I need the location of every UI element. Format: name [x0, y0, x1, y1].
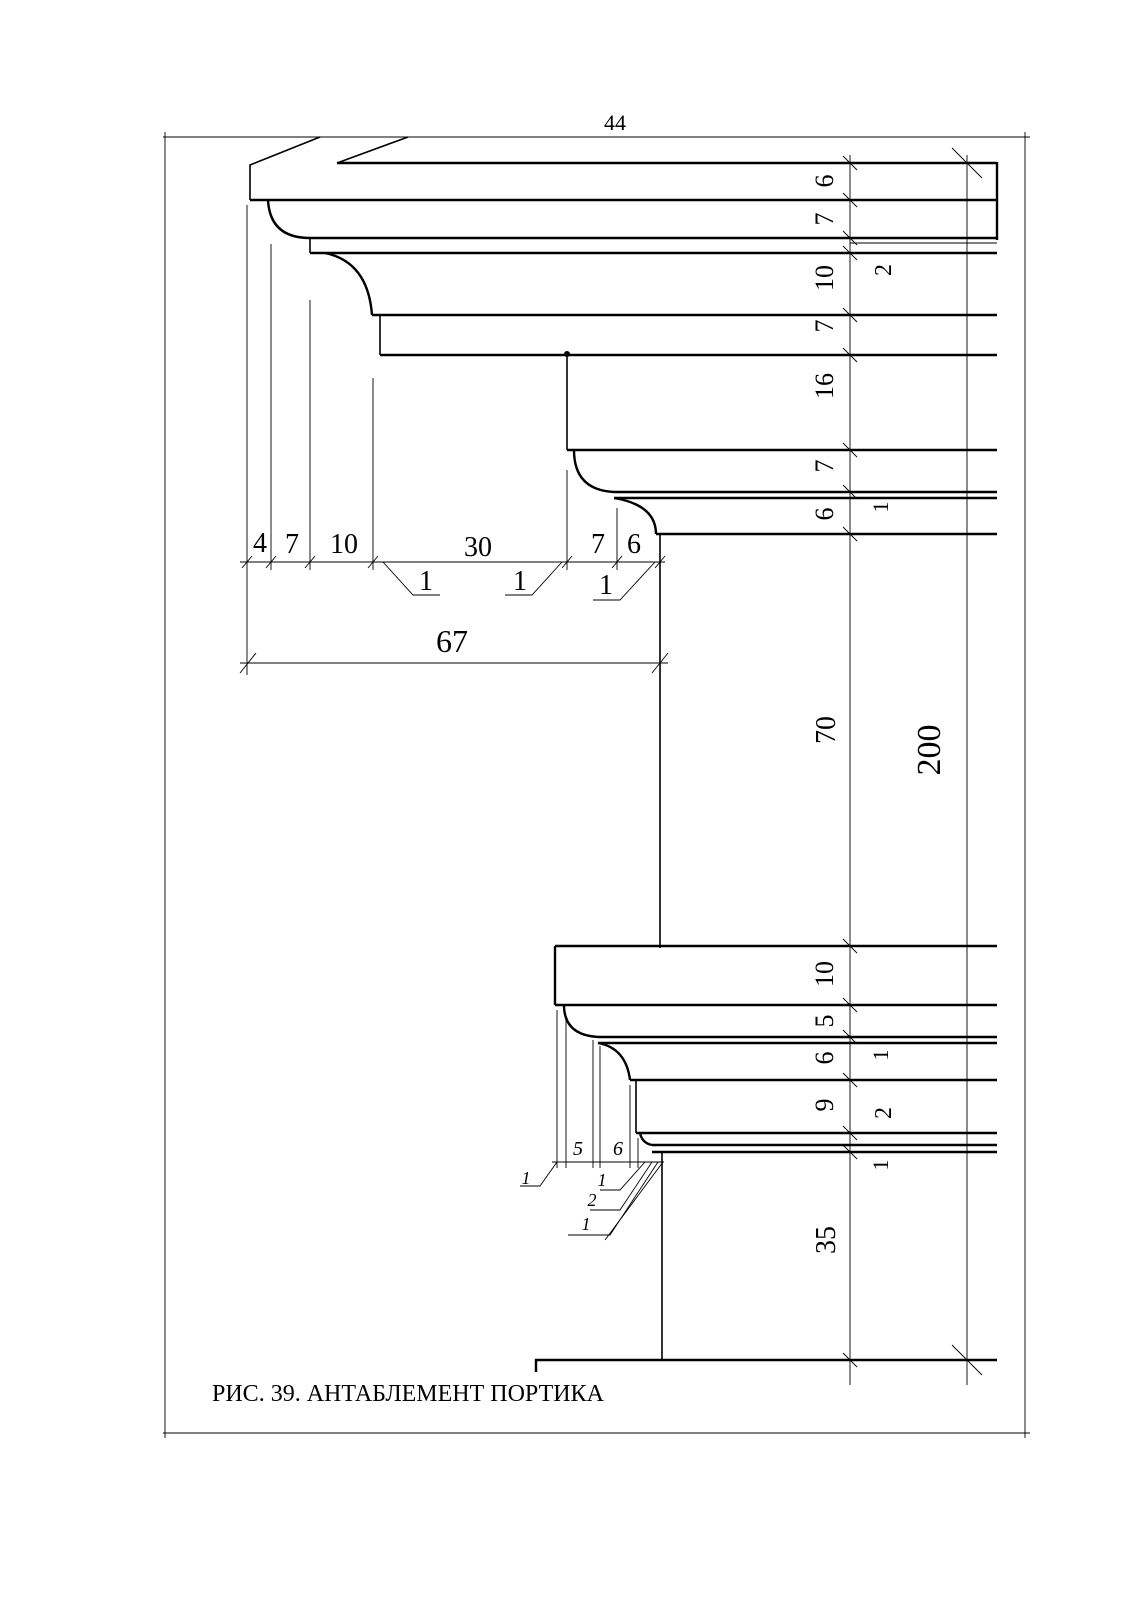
- dim-v-7: 6: [810, 508, 839, 521]
- dim-top-total: 67: [436, 623, 468, 659]
- vertical-dimension-labels: 6 7 10 7 16 7 6 70 10 5 6 9 35 2 1 1 2 1…: [810, 175, 948, 1255]
- dim-v-6: 7: [810, 460, 839, 473]
- dim-h-small-3: 1: [599, 570, 613, 601]
- dim-h-1: 4: [253, 528, 267, 559]
- dim-h-6: 6: [627, 529, 641, 560]
- dim-h-5: 7: [591, 529, 605, 560]
- dim-total-height: 200: [911, 725, 948, 776]
- dim-h-4: 30: [464, 532, 492, 563]
- dim-v-small-4: 2: [871, 1107, 897, 1119]
- cornice-profile: [249, 136, 997, 948]
- dim-v-5: 16: [810, 373, 839, 399]
- dim-v-2: 7: [810, 213, 839, 226]
- dim-h-small-1: 1: [419, 566, 433, 597]
- bottom-extension-lines: [520, 1010, 664, 1241]
- page-frame: [163, 132, 1030, 1438]
- figure-caption: РИС. 39. АНТАБЛЕМЕНТ ПОРТИКА: [212, 1381, 604, 1407]
- dim-v-10: 5: [810, 1015, 839, 1028]
- dim-b-small-3: 2: [588, 1190, 597, 1210]
- dim-v-8: 70: [811, 716, 842, 744]
- bottom-projection-labels: 5 6 1 1 2 1: [522, 1138, 624, 1234]
- dim-h-2: 7: [285, 529, 299, 560]
- dim-v-small-3: 1: [868, 1050, 893, 1061]
- dim-v-13: 35: [811, 1226, 842, 1254]
- dim-h-3: 10: [330, 529, 358, 560]
- dim-v-small-2: 1: [868, 502, 893, 513]
- dim-v-11: 6: [810, 1052, 839, 1065]
- dim-v-4: 7: [810, 320, 839, 333]
- dim-v-9: 10: [810, 961, 839, 987]
- dim-v-3: 10: [810, 265, 839, 291]
- dim-b-1: 5: [573, 1138, 583, 1160]
- top-extension-lines: [239, 205, 669, 675]
- dim-v-12: 9: [810, 1099, 839, 1112]
- dim-h-small-2: 1: [513, 566, 527, 597]
- dim-b-small-4: 1: [582, 1214, 591, 1234]
- dim-b-2: 6: [613, 1138, 623, 1160]
- base-profile: [534, 944, 997, 1372]
- top-projection-labels: 4 7 10 30 7 6 1 1 1 67: [253, 528, 641, 659]
- vertical-dimension-lines: [842, 147, 999, 1385]
- page-number: 44: [604, 110, 626, 135]
- dim-b-small-1: 1: [522, 1168, 531, 1188]
- dim-b-small-2: 1: [598, 1170, 607, 1190]
- dim-v-small-5: 1: [868, 1160, 893, 1171]
- dim-v-small-1: 2: [871, 264, 897, 276]
- dim-v-1: 6: [810, 175, 839, 188]
